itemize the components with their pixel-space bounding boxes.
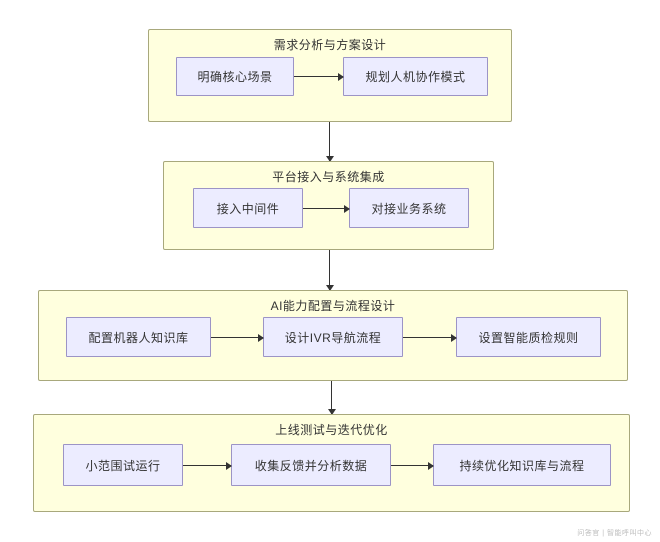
watermark: 问答官 | 智能呼叫中心 — [577, 530, 652, 537]
node-collect-feedback-analyze-data: 收集反馈并分析数据 — [231, 444, 391, 486]
stage-platform-integration-title: 平台接入与系统集成 — [272, 170, 385, 184]
arrowhead-down-icon — [327, 409, 336, 415]
arrow-stage2-to-stage3 — [325, 250, 334, 291]
arrow-stage4-node2-to-node3 — [391, 461, 434, 470]
stage-launch-optimization-cluster: 上线测试与迭代优化 小范围试运行 收集反馈并分析数据 持续优化知识库与流程 — [33, 414, 630, 512]
stage-ai-configuration-cluster: AI能力配置与流程设计 配置机器人知识库 设计IVR导航流程 设置智能质检规则 — [38, 290, 628, 381]
node-connect-business-systems: 对接业务系统 — [349, 188, 469, 228]
arrow-stage2-node1-to-node2 — [303, 204, 350, 213]
stage-requirements-cluster: 需求分析与方案设计 明确核心场景 规划人机协作模式 — [148, 29, 512, 122]
arrowhead-down-icon — [325, 156, 334, 162]
arrow-stage4-node1-to-node2 — [183, 461, 232, 470]
node-clarify-core-scenarios: 明确核心场景 — [176, 57, 294, 96]
arrow-stage1-to-stage2 — [325, 122, 334, 162]
node-small-scale-trial: 小范围试运行 — [63, 444, 183, 486]
arrowhead-right-icon — [428, 461, 434, 470]
node-continuously-optimize-kb-process: 持续优化知识库与流程 — [433, 444, 611, 486]
stage-requirements-title: 需求分析与方案设计 — [273, 38, 387, 52]
arrowhead-right-icon — [338, 72, 344, 81]
stage-launch-optimization-title: 上线测试与迭代优化 — [275, 423, 388, 437]
arrowhead-down-icon — [325, 285, 334, 291]
arrowhead-right-icon — [344, 204, 350, 213]
node-plan-human-ai-collaboration: 规划人机协作模式 — [343, 57, 488, 96]
stage-ai-configuration-title: AI能力配置与流程设计 — [270, 299, 396, 313]
arrowhead-right-icon — [451, 333, 457, 342]
node-set-quality-inspection-rules: 设置智能质检规则 — [456, 317, 601, 357]
arrow-stage3-node2-to-node3 — [403, 333, 457, 342]
arrow-stage3-node1-to-node2 — [211, 333, 264, 342]
stage-platform-integration-cluster: 平台接入与系统集成 接入中间件 对接业务系统 — [163, 161, 494, 250]
arrowhead-right-icon — [258, 333, 264, 342]
node-configure-bot-knowledge-base: 配置机器人知识库 — [66, 317, 211, 357]
arrow-stage3-to-stage4 — [327, 381, 336, 415]
arrowhead-right-icon — [226, 461, 232, 470]
node-design-ivr-navigation: 设计IVR导航流程 — [263, 317, 403, 357]
node-connect-middleware: 接入中间件 — [193, 188, 303, 228]
arrow-stage1-node1-to-node2 — [294, 72, 344, 81]
